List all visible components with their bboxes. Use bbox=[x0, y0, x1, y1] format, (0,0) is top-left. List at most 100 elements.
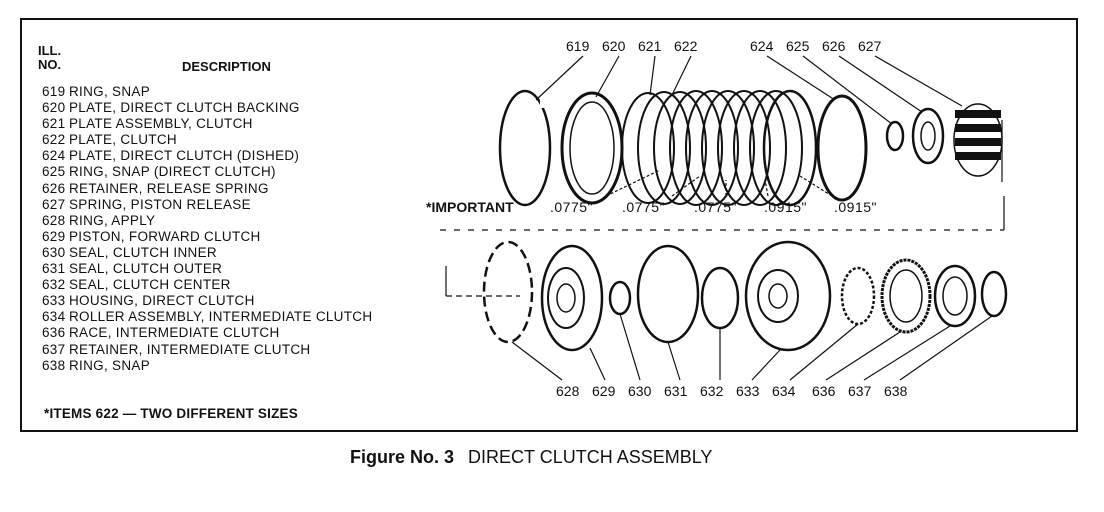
piston-release-spring-627 bbox=[953, 103, 1003, 177]
apply-ring-628 bbox=[482, 240, 534, 344]
legend-item-number: 630 bbox=[42, 244, 66, 260]
legend-item-number: 620 bbox=[42, 100, 66, 116]
center-seal-632 bbox=[700, 266, 740, 330]
release-spring-retainer-626 bbox=[911, 107, 945, 165]
dished-plate-624 bbox=[816, 94, 868, 202]
measurement-2: .0775" bbox=[622, 199, 665, 215]
callout-638: 638 bbox=[884, 383, 908, 399]
legend-item-description: PLATE, DIRECT CLUTCH BACKING bbox=[69, 100, 300, 116]
figure-frame bbox=[20, 18, 1078, 432]
legend-item-number: 631 bbox=[42, 261, 66, 277]
measurement-3: .0775" bbox=[694, 199, 737, 215]
clutch-plate-stack bbox=[621, 89, 818, 207]
callout-632: 632 bbox=[700, 383, 724, 399]
intermediate-retainer-637 bbox=[933, 264, 977, 328]
legend-header-ill-no: ILL. NO. bbox=[38, 44, 61, 72]
callout-624: 624 bbox=[750, 38, 774, 54]
direct-clutch-housing-633 bbox=[744, 240, 832, 352]
roller-assembly-634 bbox=[840, 266, 876, 326]
legend-item-description: PISTON, FORWARD CLUTCH bbox=[69, 228, 261, 244]
legend-header-description: DESCRIPTION bbox=[182, 59, 271, 74]
snap-ring-638 bbox=[980, 270, 1008, 318]
legend-item-description: RACE, INTERMEDIATE CLUTCH bbox=[69, 325, 280, 341]
measurement-leaders bbox=[605, 169, 833, 197]
callout-619: 619 bbox=[566, 38, 590, 54]
backing-plate-620 bbox=[560, 91, 624, 205]
bottom-leader-lines bbox=[511, 313, 993, 381]
legend-item-description: PLATE, CLUTCH bbox=[69, 132, 177, 148]
legend-item-number: 637 bbox=[42, 341, 66, 357]
legend-item-number: 629 bbox=[42, 228, 66, 244]
callout-620: 620 bbox=[602, 38, 626, 54]
legend-item-description: SEAL, CLUTCH CENTER bbox=[69, 277, 231, 293]
figure-title: DIRECT CLUTCH ASSEMBLY bbox=[468, 447, 713, 467]
measurement-5: .0915" bbox=[834, 199, 877, 215]
legend-item-description: RING, SNAP bbox=[69, 357, 151, 373]
legend-item-number: 625 bbox=[42, 164, 66, 180]
legend-item-description: RETAINER, RELEASE SPRING bbox=[69, 180, 269, 196]
legend-item-description: RING, APPLY bbox=[69, 212, 156, 228]
items-size-note: *ITEMS 622 — TWO DIFFERENT SIZES bbox=[44, 406, 298, 421]
legend-item-description: RETAINER, INTERMEDIATE CLUTCH bbox=[69, 341, 311, 357]
legend-header-ill: ILL. bbox=[38, 43, 62, 58]
legend-item-number: 624 bbox=[42, 148, 66, 164]
legend-item-description: SEAL, CLUTCH INNER bbox=[69, 244, 217, 260]
snap-ring-625 bbox=[885, 120, 905, 152]
callout-625: 625 bbox=[786, 38, 810, 54]
figure-number: Figure No. 3 bbox=[350, 447, 455, 467]
callout-631: 631 bbox=[664, 383, 688, 399]
callout-636: 636 bbox=[812, 383, 836, 399]
callout-621: 621 bbox=[638, 38, 662, 54]
figure-caption: Figure No. 3 DIRECT CLUTCH ASSEMBLY bbox=[350, 447, 712, 468]
legend-item-description: SEAL, CLUTCH OUTER bbox=[69, 261, 223, 277]
legend-item-number: 632 bbox=[42, 277, 66, 293]
legend-item-number: 638 bbox=[42, 357, 66, 373]
callout-622: 622 bbox=[674, 38, 698, 54]
callout-633: 633 bbox=[736, 383, 760, 399]
callout-626: 626 bbox=[822, 38, 846, 54]
legend-item-number: 633 bbox=[42, 293, 66, 309]
legend-item-description: RING, SNAP (DIRECT CLUTCH) bbox=[69, 164, 276, 180]
legend-item-description: HOUSING, DIRECT CLUTCH bbox=[69, 293, 255, 309]
inner-seal-630 bbox=[608, 280, 632, 316]
legend-header-no: NO. bbox=[38, 57, 62, 72]
measurement-4: .0915" bbox=[764, 199, 807, 215]
legend-item-number: 626 bbox=[42, 180, 66, 196]
legend-item-number: 636 bbox=[42, 325, 66, 341]
legend-item-description: RING, SNAP bbox=[69, 84, 151, 99]
assembly-axis-lines bbox=[440, 196, 1005, 297]
legend-item-number: 634 bbox=[42, 309, 66, 325]
measurement-1: .0775" bbox=[550, 199, 593, 215]
legend-item-description: SPRING, PISTON RELEASE bbox=[69, 196, 251, 212]
top-leader-lines bbox=[535, 55, 1003, 182]
legend-item-description: PLATE ASSEMBLY, CLUTCH bbox=[69, 116, 253, 132]
legend-item-number: 621 bbox=[42, 116, 66, 132]
legend-item-description: ROLLER ASSEMBLY, INTERMEDIATE CLUTCH bbox=[69, 309, 373, 325]
outer-seal-631 bbox=[636, 244, 700, 344]
legend-item-number: 622 bbox=[42, 132, 66, 148]
legend-item-number: 627 bbox=[42, 196, 66, 212]
callout-634: 634 bbox=[772, 383, 796, 399]
intermediate-race-636 bbox=[880, 258, 932, 334]
snap-ring-619 bbox=[498, 89, 554, 207]
legend-item-description: PLATE, DIRECT CLUTCH (DISHED) bbox=[69, 148, 300, 164]
